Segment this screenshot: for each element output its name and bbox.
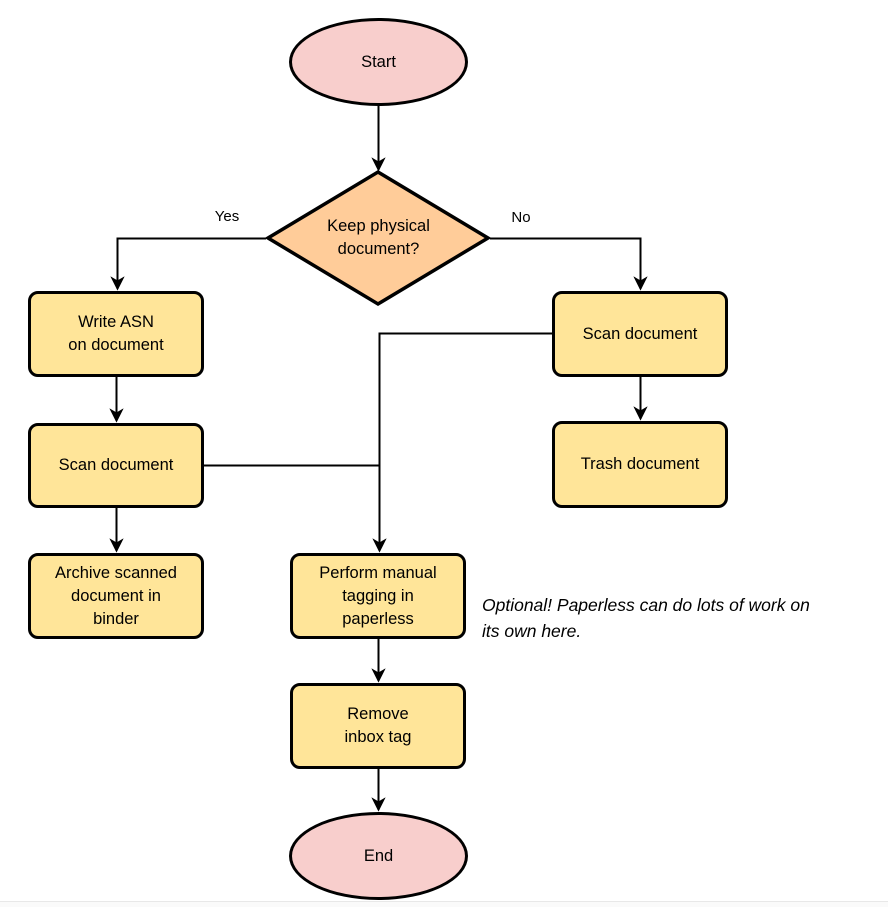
branch-label-no: No <box>511 209 531 226</box>
node-start: Start <box>289 18 468 106</box>
node-scan-document-left: Scan document <box>28 423 204 508</box>
edge-decision-yes-to-write-asn <box>118 237 266 290</box>
node-write-asn: Write ASN on document <box>28 291 204 377</box>
decision-shape <box>264 169 492 307</box>
edge-decision-no-to-scan-right <box>490 237 641 290</box>
node-decision-label: Keep physical document? <box>327 217 430 258</box>
node-remove-inbox-tag: Remove inbox tag <box>290 683 466 769</box>
edge-scan-right-to-tagging <box>380 332 552 552</box>
optional-note: Optional! Paperless can do lots of work … <box>482 595 810 641</box>
node-trash-document: Trash document <box>552 421 728 508</box>
branch-label-yes: Yes <box>214 208 240 225</box>
node-manual-tagging: Perform manual tagging in paperless <box>290 553 466 639</box>
bottom-edge-strip <box>0 901 888 907</box>
node-archive-in-binder: Archive scanned document in binder <box>28 553 204 639</box>
node-end: End <box>289 812 468 900</box>
node-scan-document-right: Scan document <box>552 291 728 377</box>
